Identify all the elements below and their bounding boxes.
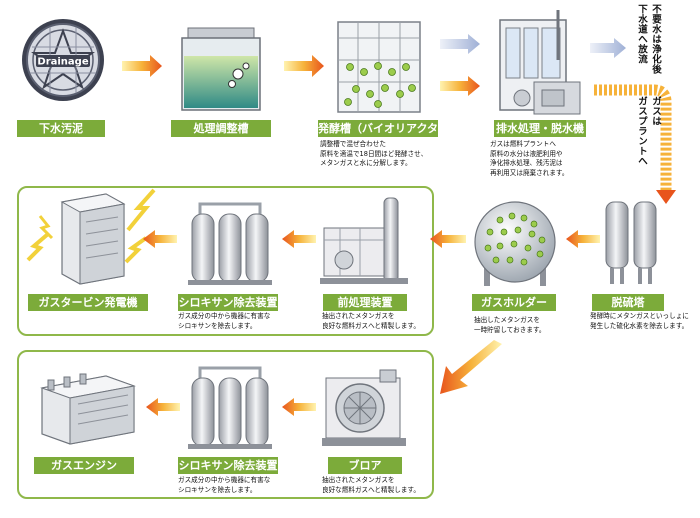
label-adjust: 処理調整槽 xyxy=(171,120,271,137)
arrow-holder-to-panel2 xyxy=(440,340,502,394)
pretreatment-icon xyxy=(320,197,408,284)
label-dewater: 排水処理・脱水機 xyxy=(494,120,586,137)
gas-text-1: ガスは xyxy=(650,96,661,126)
arrow-siloxane-to-engine xyxy=(146,398,180,416)
label-pretreat: 前処理装置 xyxy=(323,294,407,311)
arrow-desulfur-to-holder xyxy=(566,230,600,248)
siloxane-removal-icon-2 xyxy=(188,366,272,449)
label-holder: ガスホルダー xyxy=(472,294,556,311)
discharge-text-1: 不要水は浄化後 xyxy=(650,4,661,74)
dewater-machine-icon xyxy=(499,10,581,115)
gas-pipe xyxy=(594,84,676,204)
note-dewater: ガスは燃料プラントへ原料の水分は液肥利用や浄化排水処理、残汚泥は再利用又は廃棄さ… xyxy=(490,140,569,177)
arrow-discharge xyxy=(590,38,626,58)
gas-turbine-icon xyxy=(26,188,156,285)
blower-icon xyxy=(322,369,406,446)
arrow-pretreat-to-siloxane xyxy=(282,230,316,248)
fermentation-tank-icon xyxy=(337,21,421,113)
gas-text-2: ガスプラントへ xyxy=(636,96,647,166)
arrow-adjust-to-ferment xyxy=(284,55,324,77)
note-desulfur: 発酵時にメタンガスといっしょに発生した硫化水素を除去します。 xyxy=(590,312,689,330)
arrow-blower-to-siloxane xyxy=(282,398,316,416)
gas-engine-icon xyxy=(40,373,136,445)
arrow-siloxane-to-turbine xyxy=(143,230,177,248)
label-ferment: 発酵槽（バイオリアクター） xyxy=(318,120,439,152)
adjust-tank-icon xyxy=(181,27,261,111)
note-ferment: 調整槽で混ぜ合わせた原料を適温で18日間ほど発酵させ、メタンガスと水に分解します… xyxy=(320,140,428,168)
arrow-ferment-to-dewater-water xyxy=(440,34,480,54)
siloxane-removal-icon-1 xyxy=(188,202,272,285)
note-pretreat: 抽出されたメタンガスを良好な燃料ガスへと精製します。 xyxy=(322,312,420,330)
label-turbine: ガスタービン発電機 xyxy=(28,294,148,311)
note-holder: 抽出したメタンガスを一時貯留しておきます。 xyxy=(474,316,546,334)
arrow-ferment-to-dewater-gas xyxy=(440,76,480,96)
desulfurization-icon xyxy=(605,201,657,284)
note-siloxane-1: ガス成分の中から機器に有害なシロキサンを除去します。 xyxy=(178,312,271,330)
arrow-holder-to-pretreat xyxy=(430,230,466,248)
gas-holder-icon xyxy=(474,201,556,286)
label-desulfur: 脱硫塔 xyxy=(592,294,664,311)
note-siloxane-2: ガス成分の中から機器に有害なシロキサンを除去します。 xyxy=(178,476,271,494)
label-sewage: 下水汚泥 xyxy=(17,120,105,137)
note-blower: 抽出されたメタンガスを良好な燃料ガスへと精製します。 xyxy=(322,476,420,494)
label-siloxane-2: シロキサン除去装置 xyxy=(178,457,278,474)
manhole-text: Drainage xyxy=(37,57,88,68)
label-blower: ブロア xyxy=(328,457,402,474)
arrow-sewage-to-adjust xyxy=(122,55,162,77)
discharge-text-2: 下水道へ放流 xyxy=(636,4,647,64)
manhole-icon: Drainage xyxy=(22,19,104,101)
label-engine: ガスエンジン xyxy=(34,457,134,474)
label-siloxane-1: シロキサン除去装置 xyxy=(178,294,278,311)
